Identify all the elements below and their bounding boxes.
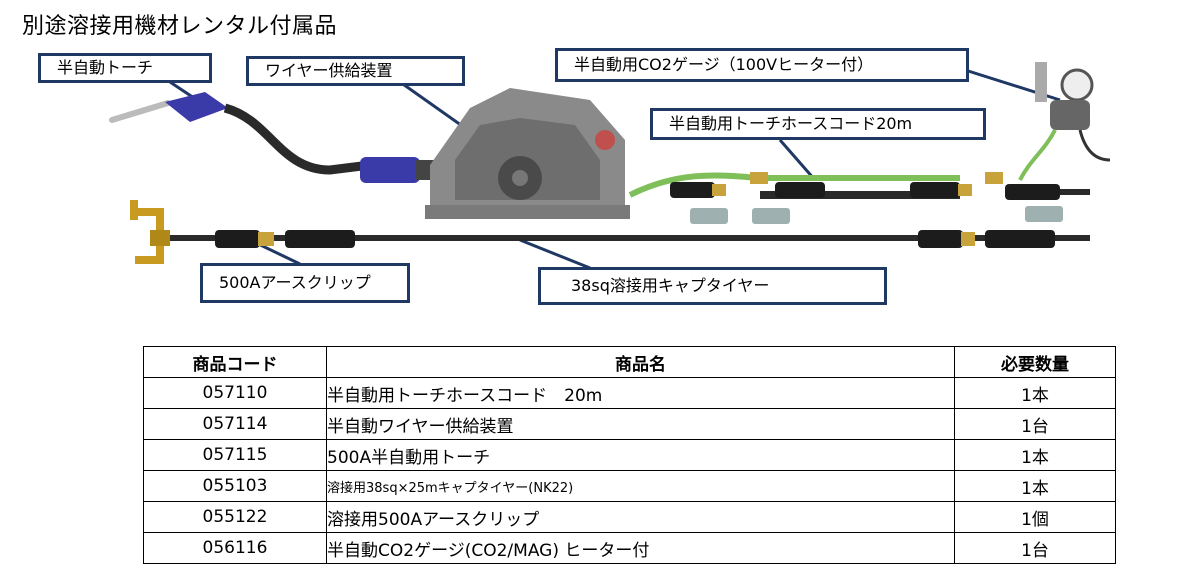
product-name: 半自動ワイヤー供給装置	[326, 408, 955, 440]
callout-wire-feeder: ワイヤー供給装置	[246, 56, 465, 86]
table-header-row: 商品コード 商品名 必要数量	[143, 346, 1116, 378]
product-qty: 1個	[954, 501, 1116, 533]
product-code: 057114	[143, 408, 327, 440]
products-table: 商品コード 商品名 必要数量 057110 半自動用トーチホースコード 20m …	[143, 346, 1116, 564]
product-name: 500A半自動用トーチ	[326, 439, 955, 471]
product-qty: 1本	[954, 470, 1116, 502]
callout-cabtire-label: 38sq溶接用キャプタイヤー	[571, 276, 770, 295]
table-row: 055122 溶接用500Aアースクリップ 1個	[143, 501, 1116, 533]
callout-ground-clip-label: 500Aアースクリップ	[219, 273, 371, 292]
callout-co2-gauge: 半自動用CO2ゲージ（100Vヒーター付）	[555, 48, 969, 82]
callout-torch-hose-label: 半自動用トーチホースコード20m	[669, 114, 913, 133]
header-name: 商品名	[326, 346, 955, 378]
product-code: 055122	[143, 501, 327, 533]
callout-wire-feeder-label: ワイヤー供給装置	[265, 61, 393, 80]
table-row: 057114 半自動ワイヤー供給装置 1台	[143, 408, 1116, 440]
callout-ground-clip: 500Aアースクリップ	[200, 263, 410, 303]
product-code: 056116	[143, 532, 327, 564]
table-row: 057115 500A半自動用トーチ 1本	[143, 439, 1116, 471]
torch-hose-illustration	[628, 172, 1090, 224]
callout-co2-gauge-label: 半自動用CO2ゲージ（100Vヒーター付）	[574, 55, 874, 74]
product-name: 溶接用38sq×25mキャプタイヤー(NK22)	[326, 470, 955, 502]
product-name: 半自動用トーチホースコード 20m	[326, 377, 955, 409]
torch-illustration	[109, 92, 434, 183]
callout-cabtire: 38sq溶接用キャプタイヤー	[538, 267, 887, 305]
product-qty: 1台	[954, 408, 1116, 440]
equipment-illustration	[109, 62, 1111, 270]
cabtire-illustration	[170, 230, 1090, 248]
callout-torch-hose: 半自動用トーチホースコード20m	[650, 108, 986, 140]
product-code: 055103	[143, 470, 327, 502]
product-qty: 1本	[954, 439, 1116, 471]
product-name: 溶接用500Aアースクリップ	[326, 501, 955, 533]
table-row: 055103 溶接用38sq×25mキャプタイヤー(NK22) 1本	[143, 470, 1116, 502]
ground-clamp-illustration	[130, 200, 170, 264]
callout-torch: 半自動トーチ	[38, 53, 212, 83]
product-code: 057115	[143, 439, 327, 471]
co2-gauge-illustration	[1018, 62, 1111, 181]
header-code: 商品コード	[143, 346, 327, 378]
page-title: 別途溶接用機材レンタル付属品	[22, 14, 338, 39]
leader-lines	[169, 68, 1061, 270]
product-name: 半自動CO2ゲージ(CO2/MAG) ヒーター付	[326, 532, 955, 564]
table-row: 057110 半自動用トーチホースコード 20m 1本	[143, 377, 1116, 409]
product-qty: 1台	[954, 532, 1116, 564]
callout-torch-label: 半自動トーチ	[57, 58, 154, 77]
wire-feeder-illustration	[425, 88, 630, 219]
table-row: 056116 半自動CO2ゲージ(CO2/MAG) ヒーター付 1台	[143, 532, 1116, 564]
header-qty: 必要数量	[954, 346, 1116, 378]
product-code: 057110	[143, 377, 327, 409]
product-qty: 1本	[954, 377, 1116, 409]
